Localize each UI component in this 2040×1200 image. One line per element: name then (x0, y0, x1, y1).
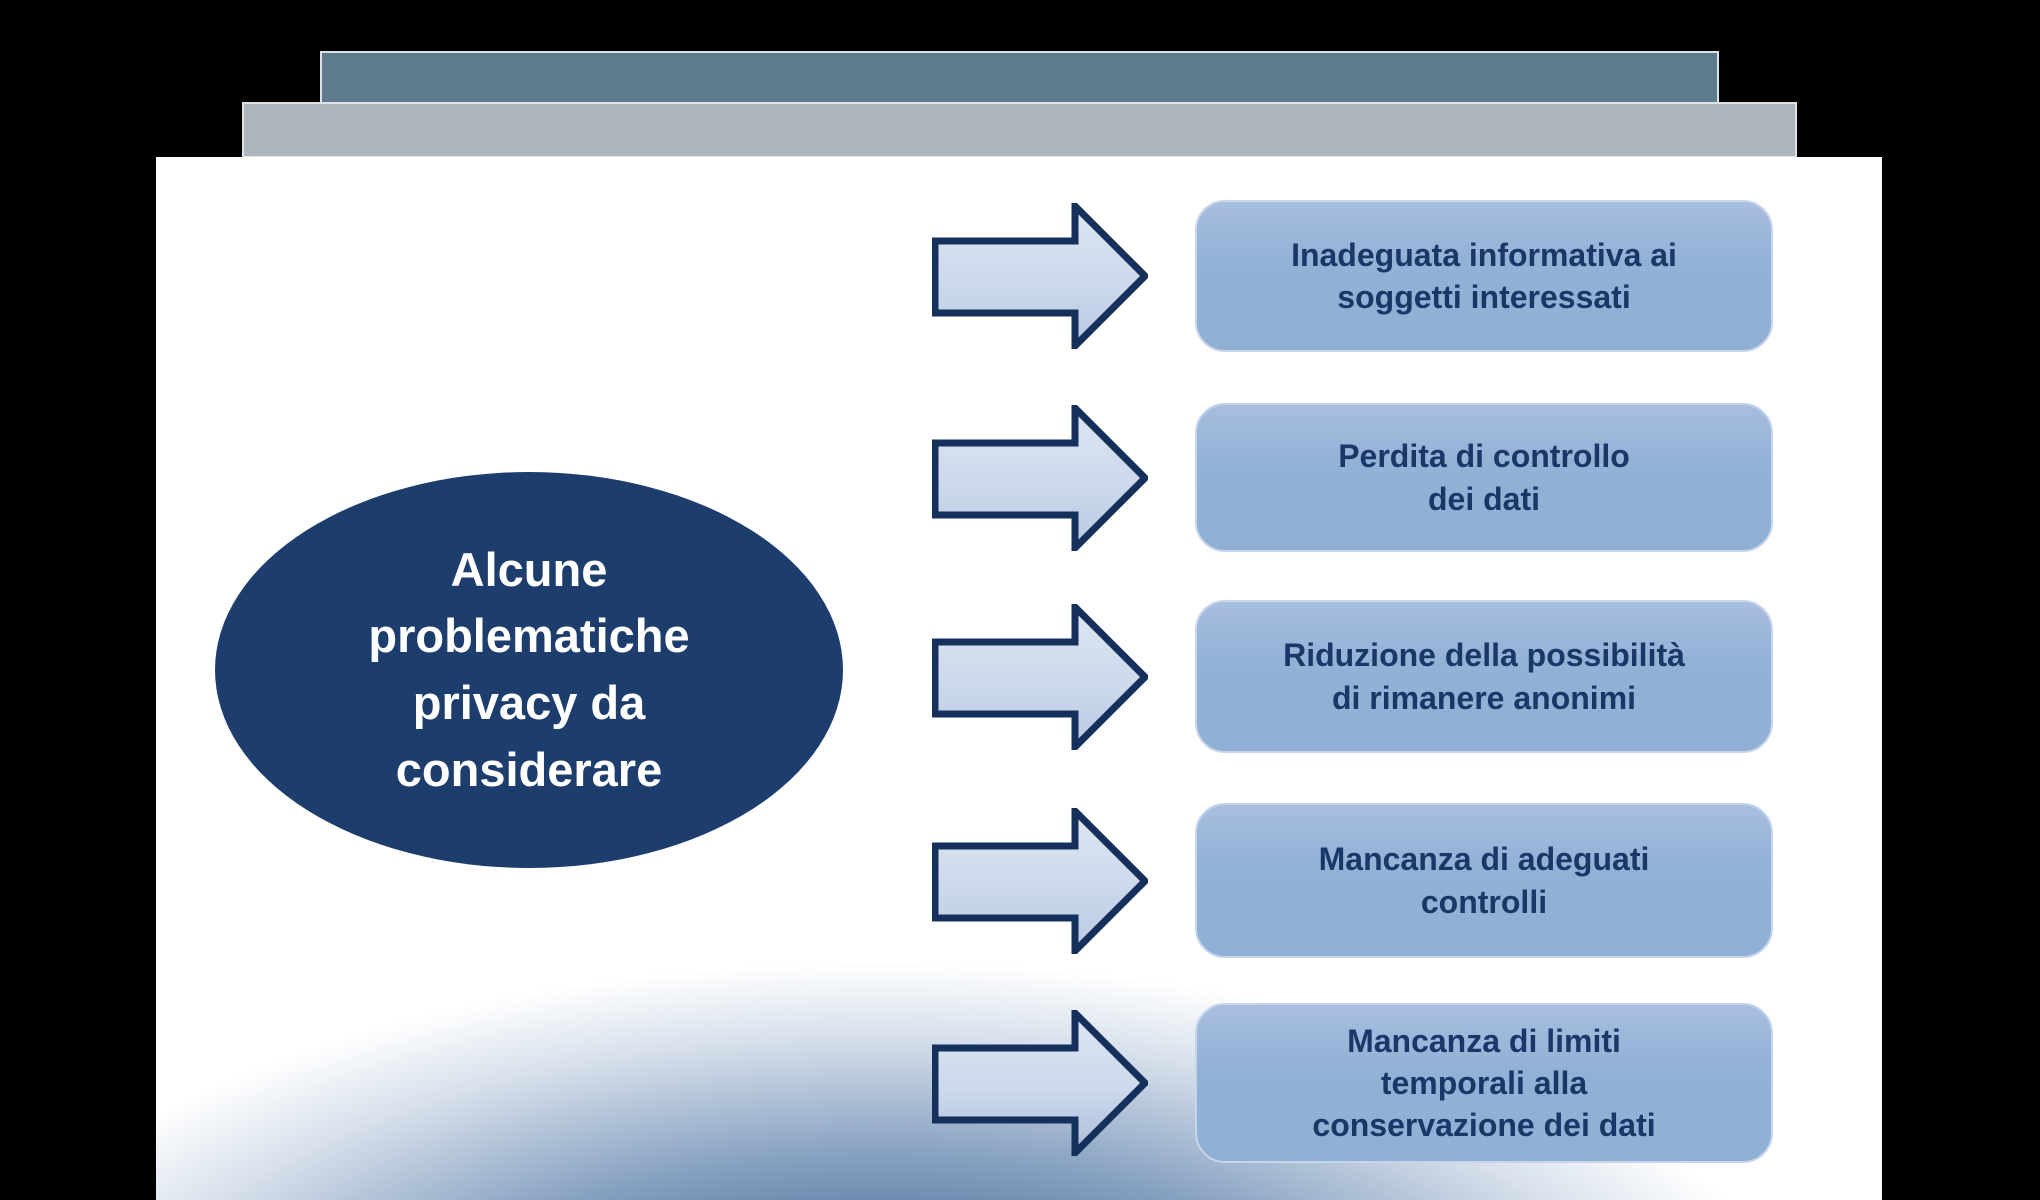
slide: Alcune problematiche privacy da consider… (156, 157, 1882, 1200)
issue-box: Inadeguata informativa ai soggetti inter… (1195, 200, 1773, 352)
issue-box: Riduzione della possibilità di rimanere … (1195, 600, 1773, 753)
issue-label: Perdita di controllo dei dati (1338, 438, 1630, 517)
issue-box: Mancanza di limiti temporali alla conser… (1195, 1003, 1773, 1163)
main-topic-label: Alcune problematiche privacy da consider… (368, 542, 690, 796)
arrow-right-icon (932, 404, 1148, 551)
arrow-right-icon (932, 1010, 1148, 1156)
arrow-right-icon (932, 603, 1148, 750)
arrow-right-icon (932, 203, 1148, 349)
issue-row-1: Inadeguata informativa ai soggetti inter… (932, 200, 1777, 352)
main-topic-ellipse: Alcune problematiche privacy da consider… (215, 472, 843, 868)
issue-row-2: Perdita di controllo dei dati (932, 403, 1777, 552)
issue-row-4: Mancanza di adeguati controlli (932, 803, 1777, 958)
deck-stack-bar-back (320, 51, 1719, 104)
issue-box: Perdita di controllo dei dati (1195, 403, 1773, 552)
deck-stack-bar-front (242, 102, 1797, 158)
issue-label: Mancanza di adeguati controlli (1318, 841, 1650, 920)
issue-label: Riduzione della possibilità di rimanere … (1283, 637, 1685, 716)
issue-label: Inadeguata informativa ai soggetti inter… (1291, 236, 1677, 315)
arrow-right-icon (932, 807, 1148, 954)
issue-row-3: Riduzione della possibilità di rimanere … (932, 600, 1777, 753)
issue-box: Mancanza di adeguati controlli (1195, 803, 1773, 958)
issue-label: Mancanza di limiti temporali alla conser… (1312, 1022, 1656, 1144)
issue-row-5: Mancanza di limiti temporali alla conser… (932, 1003, 1777, 1163)
